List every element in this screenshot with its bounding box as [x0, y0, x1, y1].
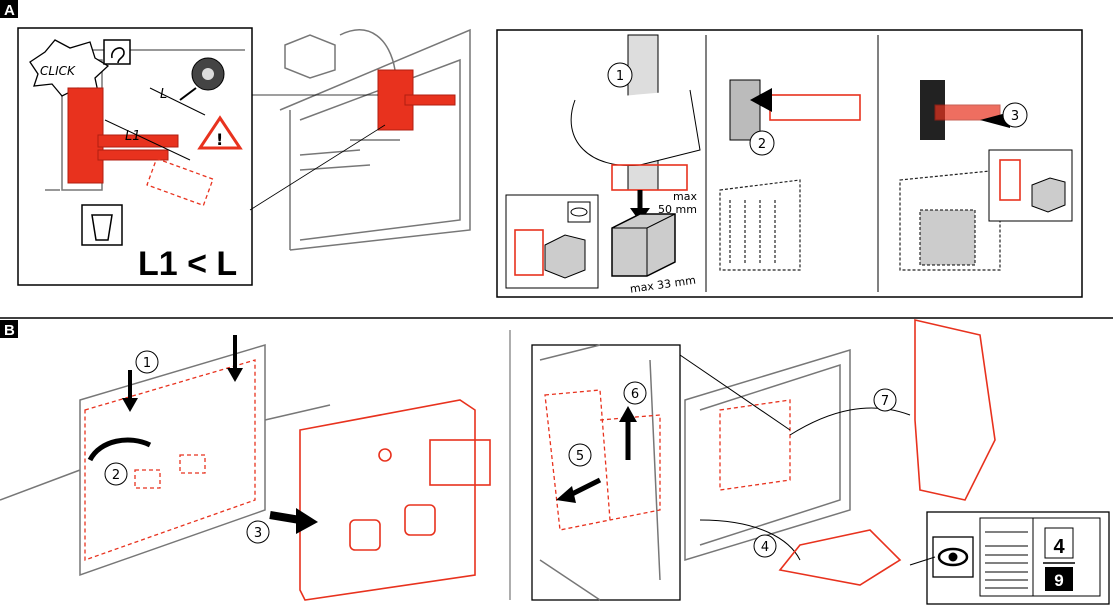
svg-text:7: 7 — [881, 394, 889, 409]
step-callout-b3: 3 — [246, 520, 270, 544]
dim-l-label: L — [160, 87, 167, 102]
detail-inset-b — [531, 344, 681, 601]
step-callout-a3: 3 — [1002, 102, 1028, 128]
step-callout-b5: 5 — [568, 443, 592, 467]
package-icon — [284, 34, 336, 79]
length-rule-text: L1 < L — [138, 245, 237, 283]
page-reference-inset: 4 9 — [909, 511, 1110, 605]
step-callout-b1: 1 — [135, 350, 159, 374]
click-burst-icon: CLICK — [29, 39, 110, 97]
svg-text:1: 1 — [616, 69, 624, 84]
svg-text:5: 5 — [576, 449, 584, 464]
ear-icon — [103, 39, 131, 65]
click-text: CLICK — [40, 64, 76, 78]
svg-text:2: 2 — [758, 137, 766, 152]
manual-icon — [979, 517, 1101, 597]
step-callout-b2: 2 — [104, 462, 128, 486]
max-width-value: 50 mm — [658, 203, 697, 216]
trash-bin-icon — [81, 204, 123, 246]
max-width-label: max — [673, 190, 697, 203]
step-callout-a2: 2 — [749, 130, 775, 156]
eye-icon — [567, 201, 591, 223]
svg-text:4: 4 — [761, 540, 769, 555]
step-callout-b7: 7 — [873, 388, 897, 412]
svg-text:2: 2 — [112, 468, 120, 483]
svg-text:3: 3 — [1011, 109, 1019, 124]
dim-l1-label: L1 — [125, 129, 141, 144]
page-ref-top: 4 — [1053, 536, 1065, 558]
page-ref-bottom: 9 — [1054, 571, 1063, 590]
svg-text:!: ! — [216, 130, 223, 149]
section-b-label: B — [0, 320, 18, 339]
cut-off-segment — [146, 157, 214, 207]
dimension-lines — [104, 87, 206, 161]
red-bracket — [67, 87, 179, 184]
panel-b-remove-cover: 1 2 3 — [0, 335, 491, 601]
step-callout-b6: 6 — [623, 381, 647, 405]
step-callout-b4: 4 — [753, 534, 777, 558]
section-a-text: A — [4, 2, 15, 19]
section-a-label: A — [0, 0, 18, 19]
box-50x33 — [611, 213, 676, 277]
svg-text:1: 1 — [143, 356, 151, 371]
section-b-text: B — [4, 322, 15, 339]
panel-b-remove-insert: 4 5 6 7 4 9 — [531, 318, 1110, 605]
svg-text:3: 3 — [254, 526, 262, 541]
panel-a2-overview — [249, 28, 471, 251]
panel-a1-measure: CLICK L L1 ! L1 < L — [17, 27, 253, 286]
step-callout-a1: 1 — [607, 62, 633, 88]
svg-text:6: 6 — [631, 387, 639, 402]
warning-icon: ! — [197, 115, 243, 150]
panel-a3-steps: max 50 mm max 33 mm 1 2 3 — [496, 29, 1083, 298]
tape-measure-icon — [179, 57, 225, 101]
